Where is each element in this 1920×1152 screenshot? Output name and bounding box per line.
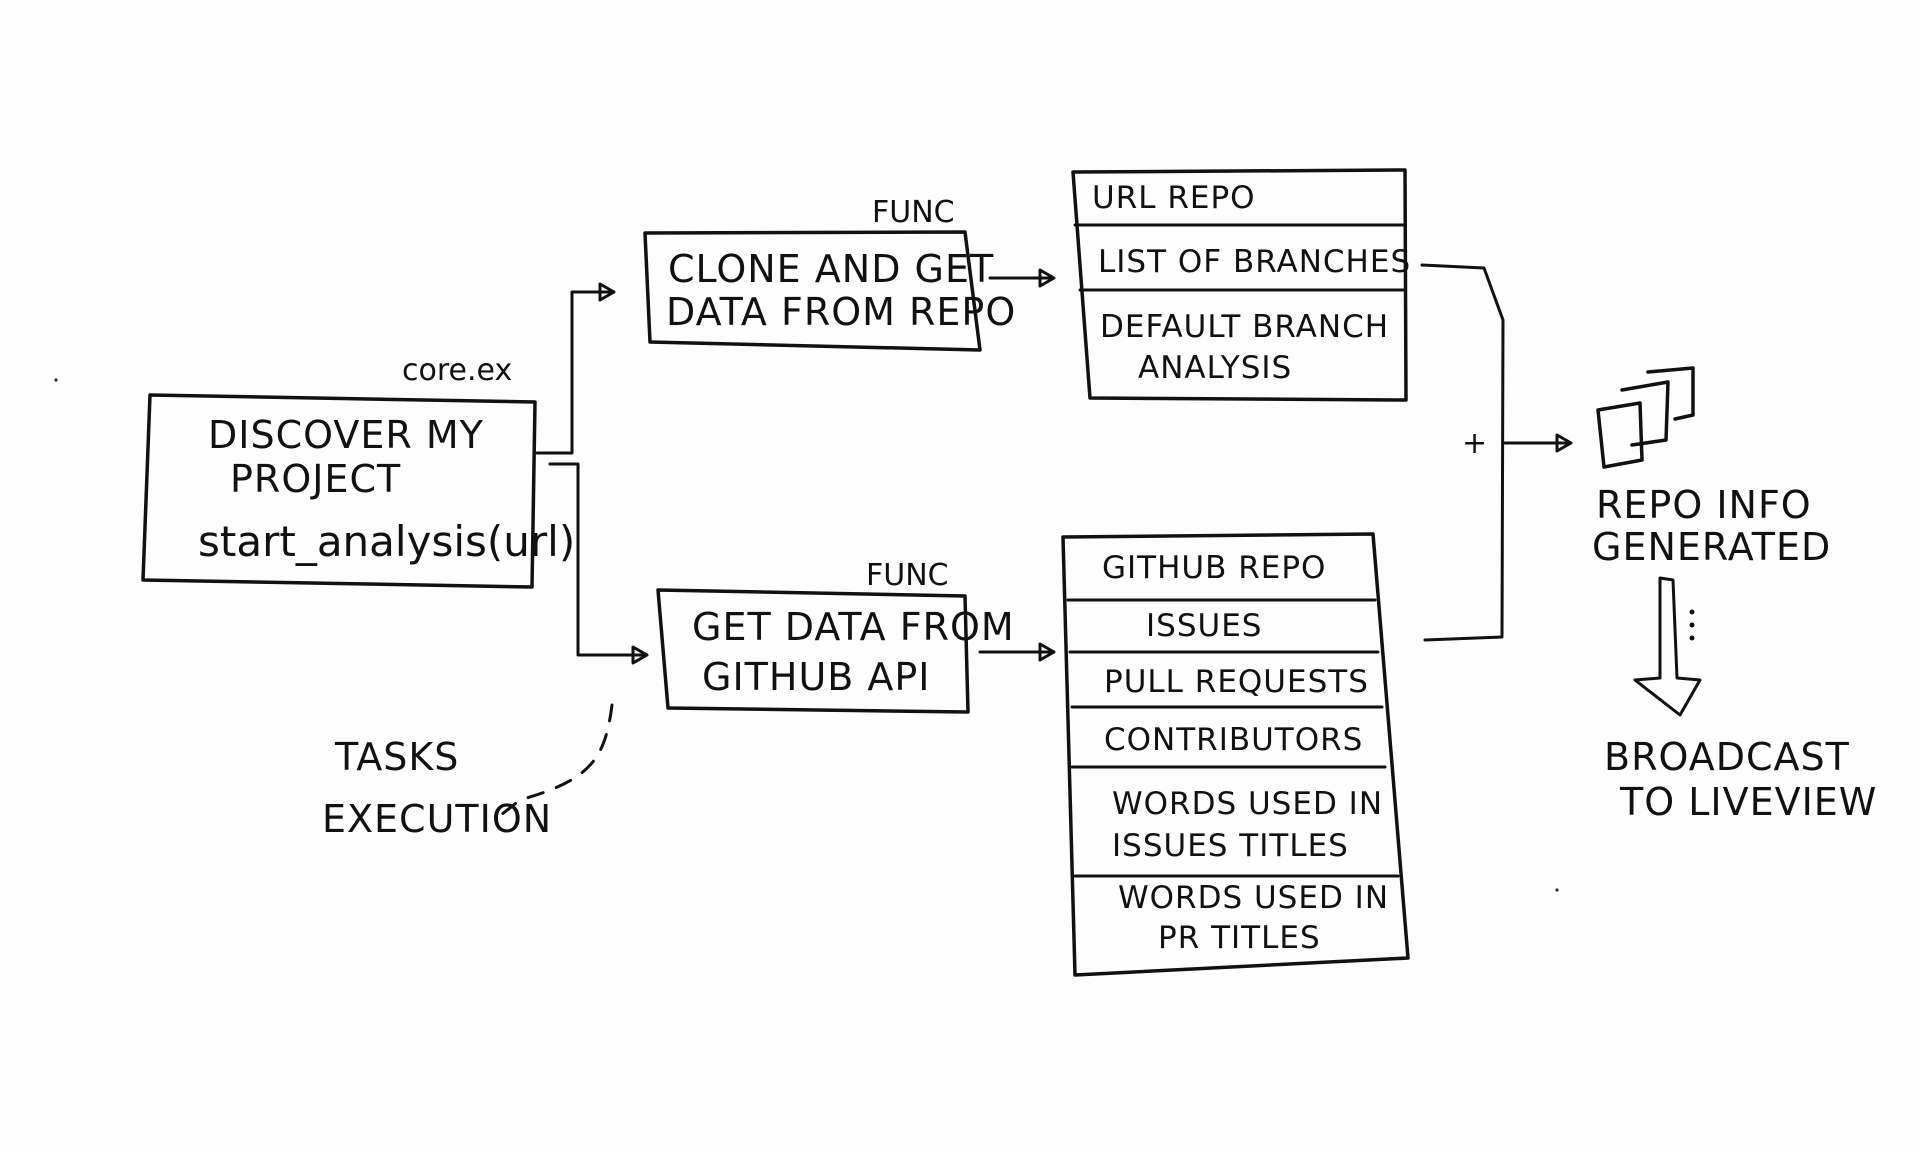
documents-icon [1596, 366, 1695, 469]
bottom-func-node: FUNC GET DATA FROM GITHUB API [656, 558, 1056, 714]
start-title-line2: PROJECT [230, 457, 401, 501]
bottom-table: GITHUB REPO ISSUES PULL REQUESTS CONTRIB… [1061, 532, 1410, 977]
merge-bracket: + [1420, 263, 1573, 642]
bottom-table-frame [1061, 532, 1410, 977]
broadcast-line1: BROADCAST [1604, 735, 1850, 779]
connector-to-bottom-func [548, 462, 647, 657]
top-func-line2: DATA FROM REPO [666, 290, 1016, 334]
connector-to-top-func [535, 290, 614, 455]
tasks-annotation: TASKS EXECUTION [322, 703, 614, 841]
arrowhead-bottom-table [1038, 642, 1056, 662]
arrowhead-top-func [598, 282, 616, 302]
result-line2: GENERATED [1592, 525, 1831, 569]
bottom-table-row-words-issues-1: WORDS USED IN [1112, 786, 1383, 822]
bottom-table-row-pull-requests: PULL REQUESTS [1104, 664, 1369, 700]
bottom-func-line1: GET DATA FROM [692, 605, 1015, 649]
start-file-label: core.ex [402, 353, 512, 388]
top-table-row-url-repo: URL REPO [1092, 180, 1256, 216]
down-arrow-icon [1633, 576, 1702, 717]
tasks-line1: TASKS [334, 735, 459, 779]
top-table-row-analysis: ANALYSIS [1138, 350, 1292, 386]
start-node: core.ex DISCOVER MY PROJECT start_analys… [141, 353, 575, 589]
tasks-line2: EXECUTION [322, 797, 552, 841]
merge-bracket-line [1420, 263, 1505, 642]
bottom-table-row-words-pr-2: PR TITLES [1158, 920, 1321, 956]
broadcast-line2: TO LIVEVIEW [1619, 780, 1877, 824]
top-table-frame [1071, 168, 1408, 402]
bottom-table-row-contributors: CONTRIBUTORS [1104, 722, 1363, 758]
top-func-node: FUNC CLONE AND GET DATA FROM REPO [643, 195, 1056, 352]
top-func-box [643, 230, 982, 352]
broadcast-node: BROADCAST TO LIVEVIEW [1604, 735, 1877, 824]
bottom-func-tag: FUNC [866, 558, 949, 593]
bottom-table-row-words-pr-1: WORDS USED IN [1118, 880, 1389, 916]
bottom-table-row-github-repo: GITHUB REPO [1102, 550, 1326, 586]
top-table: URL REPO LIST OF BRANCHES DEFAULT BRANCH… [1071, 168, 1411, 402]
top-table-row-list-of-branches: LIST OF BRANCHES [1098, 244, 1411, 280]
result-node: REPO INFO GENERATED [1592, 366, 1831, 569]
bottom-func-box [656, 588, 970, 714]
arrowhead-bottom-func [631, 645, 649, 665]
result-line1: REPO INFO [1596, 483, 1812, 527]
arrowhead-result [1555, 433, 1573, 453]
tasks-dashed-connector [490, 703, 614, 824]
bottom-table-row-issues: ISSUES [1146, 608, 1262, 644]
top-func-line1: CLONE AND GET [668, 247, 994, 291]
merge-plus-symbol: + [1462, 426, 1487, 461]
start-title-line1: DISCOVER MY [208, 413, 484, 457]
stray-mark [54, 378, 58, 382]
start-box [141, 393, 537, 589]
broadcast-arrow [1633, 576, 1702, 717]
bottom-func-line2: GITHUB API [702, 655, 931, 699]
bottom-table-row-words-issues-2: ISSUES TITLES [1112, 828, 1349, 864]
top-func-tag: FUNC [872, 195, 955, 230]
start-call: start_analysis(url) [198, 517, 575, 566]
stray-mark [1555, 888, 1559, 892]
split-connectors [535, 282, 649, 665]
arrowhead-top-table [1038, 268, 1056, 288]
top-table-row-default-branch: DEFAULT BRANCH [1100, 309, 1389, 345]
